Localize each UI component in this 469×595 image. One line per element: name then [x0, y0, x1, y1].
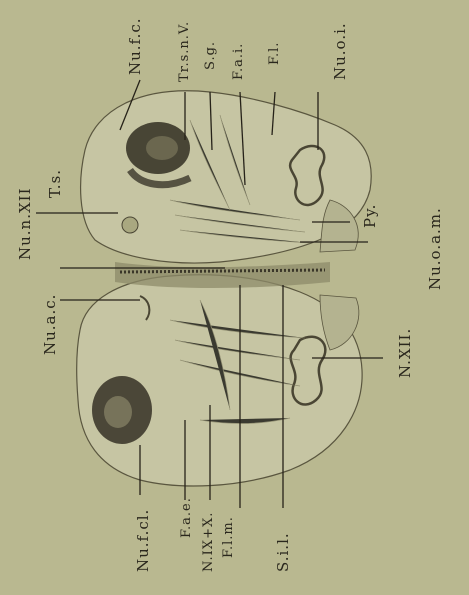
- label-nu-f-cl: Nu.f.cl.: [134, 509, 152, 572]
- label-n-xii: N.XII.: [396, 328, 414, 378]
- label-nu-a-c: Nu.a.c.: [41, 294, 59, 355]
- label-f-a-e: F.a.e.: [179, 497, 194, 538]
- tractus-solitarius: [122, 217, 138, 233]
- nucleus-dark-lower-inner: [104, 396, 132, 428]
- label-s-g: S.g.: [203, 41, 218, 70]
- label-f-a-i: F.a.i.: [231, 43, 246, 80]
- label-t-s: T.s.: [46, 169, 64, 198]
- label-nu-o-i: Nu.o.i.: [331, 22, 349, 80]
- label-nu-o-a-m: Nu.o.a.m.: [426, 207, 444, 290]
- label-nu-fc: Nu.f.c.: [126, 17, 144, 75]
- label-f-l: F.l.: [267, 42, 282, 65]
- label-nu-n-xii: Nu.n.XII: [16, 187, 34, 260]
- label-s-i-l: S.i.l.: [274, 532, 292, 572]
- label-f-l-m: F.l.m.: [221, 516, 236, 558]
- nucleus-dark-upper-inner: [146, 136, 178, 160]
- label-py: Py.: [361, 204, 379, 228]
- label-tr-sn-v: Tr.s.n.V.: [177, 21, 192, 82]
- label-n-ix-x: N.IX+X.: [201, 512, 216, 572]
